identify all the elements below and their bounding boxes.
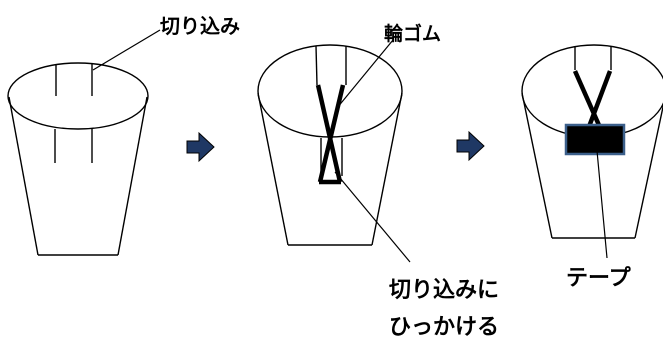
cup-1-right-side bbox=[117, 96, 148, 256]
tape-piece bbox=[564, 123, 626, 156]
cup-2-left-side bbox=[257, 92, 289, 246]
cup-1-rim bbox=[7, 62, 149, 130]
label-hook-line-1: 切り込みに bbox=[389, 278, 499, 303]
rubber-band-taped bbox=[572, 70, 613, 133]
cup-2-rim bbox=[257, 44, 403, 138]
tape-leader-line bbox=[595, 139, 608, 259]
cup-2-cut-back-left bbox=[315, 45, 318, 86]
cut-leader-line bbox=[92, 29, 161, 71]
label-hook-line-2: ひっかける bbox=[389, 315, 499, 340]
cup-step-1 bbox=[7, 62, 149, 256]
arrow-icon bbox=[186, 131, 215, 163]
hook-leader-line bbox=[334, 171, 411, 263]
label-rubber-band: 輪ゴム bbox=[384, 22, 441, 45]
arrow-icon bbox=[456, 130, 485, 162]
label-tape: テープ bbox=[566, 266, 632, 291]
rubber-band bbox=[315, 84, 346, 185]
rubber-band-leader-line bbox=[336, 39, 394, 109]
cup-3-right-side bbox=[634, 103, 663, 239]
cup-3-left-side bbox=[521, 92, 553, 239]
cup-2-right-side bbox=[371, 92, 403, 246]
label-cut: 切り込み bbox=[160, 14, 240, 38]
cup-1-left-side bbox=[8, 96, 39, 256]
